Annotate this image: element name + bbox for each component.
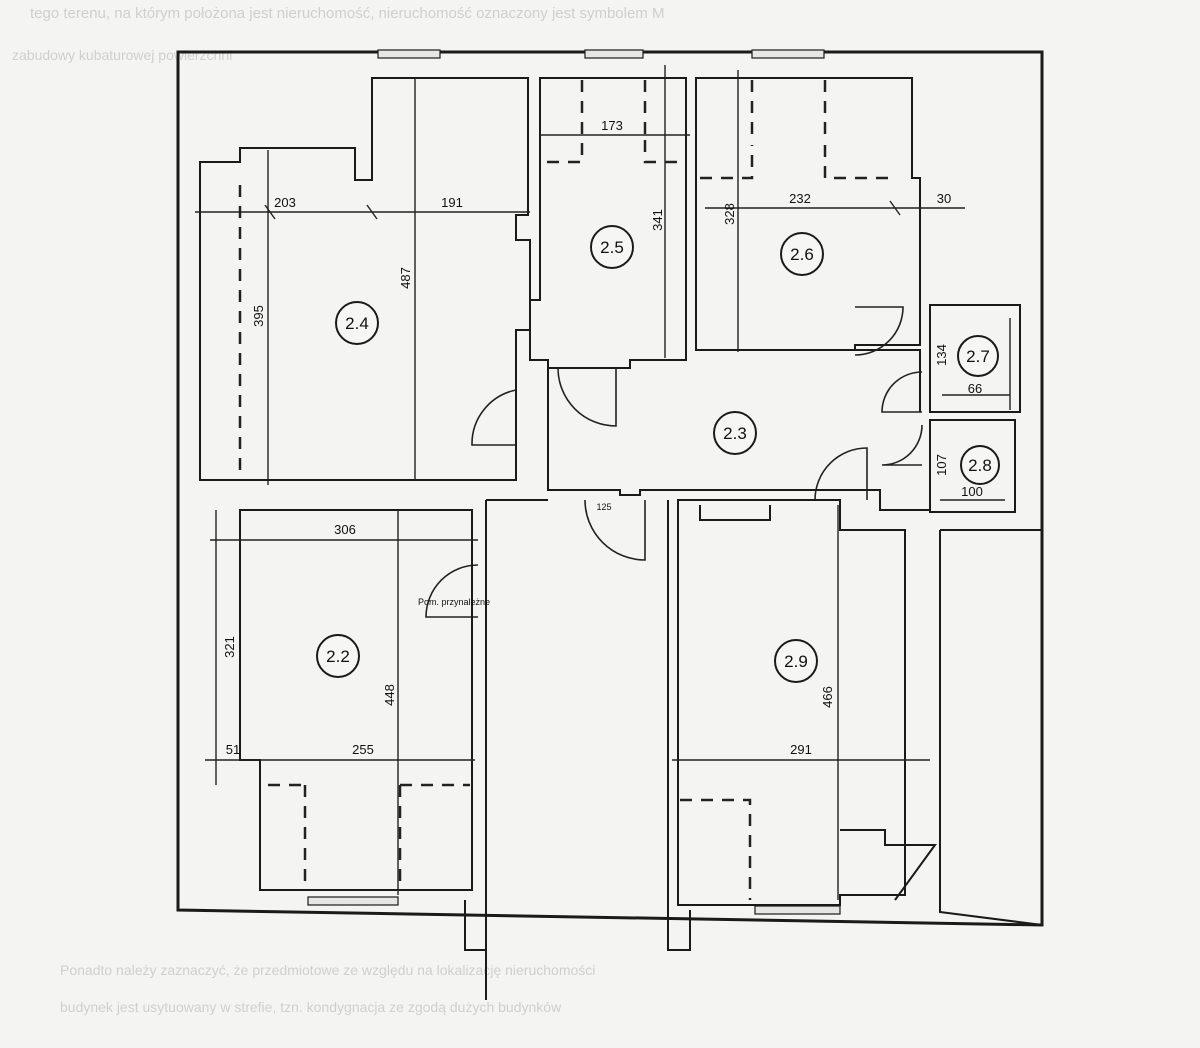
wall-room-2-8 xyxy=(929,419,1016,513)
dim-255: 255 xyxy=(352,742,374,757)
room-label-2-2: 2.2 xyxy=(326,647,350,666)
room-tag-2-8: 2.8 xyxy=(960,445,1000,485)
room-tag-2-3: 2.3 xyxy=(713,411,757,455)
room-label-2-7: 2.7 xyxy=(966,347,990,366)
door-2-4 xyxy=(471,389,517,446)
room-label-2-9: 2.9 xyxy=(784,652,808,671)
dim-134: 134 xyxy=(934,344,949,366)
dim-30: 30 xyxy=(937,191,951,206)
wall-room-2-6 xyxy=(695,77,921,351)
pom-przynalezne-label: Pom. przynależne xyxy=(418,597,490,607)
room-tag-2-6: 2.6 xyxy=(780,232,824,276)
room-tag-2-5: 2.5 xyxy=(590,225,634,269)
window-top-1 xyxy=(377,49,441,59)
dim-321: 321 xyxy=(222,636,237,658)
room-tag-2-9: 2.9 xyxy=(774,639,818,683)
room-tag-2-2: 2.2 xyxy=(316,634,360,678)
ghost-text-top: tego terenu, na którym położona jest nie… xyxy=(30,5,664,22)
dim-448: 448 xyxy=(382,684,397,706)
door-2-5 xyxy=(557,367,617,427)
dim-466: 466 xyxy=(820,686,835,708)
room-label-2-4: 2.4 xyxy=(345,314,369,333)
dim-291: 291 xyxy=(790,742,812,757)
room-tag-2-4: 2.4 xyxy=(335,301,379,345)
window-top-2 xyxy=(584,49,644,59)
dim-203: 203 xyxy=(274,195,296,210)
dim-341: 341 xyxy=(650,209,665,231)
dim-51: 51 xyxy=(226,742,240,757)
dim-107: 107 xyxy=(934,454,949,476)
door-2-7 xyxy=(881,371,923,413)
ghost-text-second: zabudowy kubaturowej powierzchni xyxy=(12,47,232,63)
wall-room-2-9 xyxy=(677,499,906,906)
dim-395: 395 xyxy=(251,305,266,327)
dim-173: 173 xyxy=(601,118,623,133)
room-tag-2-7: 2.7 xyxy=(957,335,999,377)
wall-room-2-2 xyxy=(239,509,473,891)
ghost-text-bottom-2: budynek jest usytuowany w strefie, tzn. … xyxy=(60,999,562,1015)
ghost-text-bottom-1: Ponadto należy zaznaczyć, że przedmiotow… xyxy=(60,962,595,978)
window-top-3 xyxy=(751,49,825,59)
dim-232: 232 xyxy=(789,191,811,206)
window-bottom-2 xyxy=(754,905,841,915)
door-2-9 xyxy=(814,447,868,501)
door-2-6 xyxy=(854,306,904,356)
dim-487: 487 xyxy=(398,267,413,289)
wall-room-2-7 xyxy=(929,304,1021,413)
door-2-2 xyxy=(425,564,479,618)
door-corridor xyxy=(584,499,646,561)
dim-191: 191 xyxy=(441,195,463,210)
outer-wall xyxy=(176,50,1044,927)
room-label-2-6: 2.6 xyxy=(790,245,814,264)
room-label-2-3: 2.3 xyxy=(723,424,747,443)
room-label-2-8: 2.8 xyxy=(968,456,992,475)
door-2-8 xyxy=(881,424,923,466)
wall-room-2-4 xyxy=(199,77,531,481)
dim-328: 328 xyxy=(722,203,737,225)
dim-306: 306 xyxy=(334,522,356,537)
room-label-2-5: 2.5 xyxy=(600,238,624,257)
window-bottom-1 xyxy=(307,896,399,906)
wall-right-column xyxy=(939,529,1043,926)
dim-125: 125 xyxy=(596,502,611,512)
wall-stair-corridor xyxy=(464,499,691,1000)
dim-99: 99 xyxy=(968,381,982,396)
dim-100: 100 xyxy=(961,484,983,499)
